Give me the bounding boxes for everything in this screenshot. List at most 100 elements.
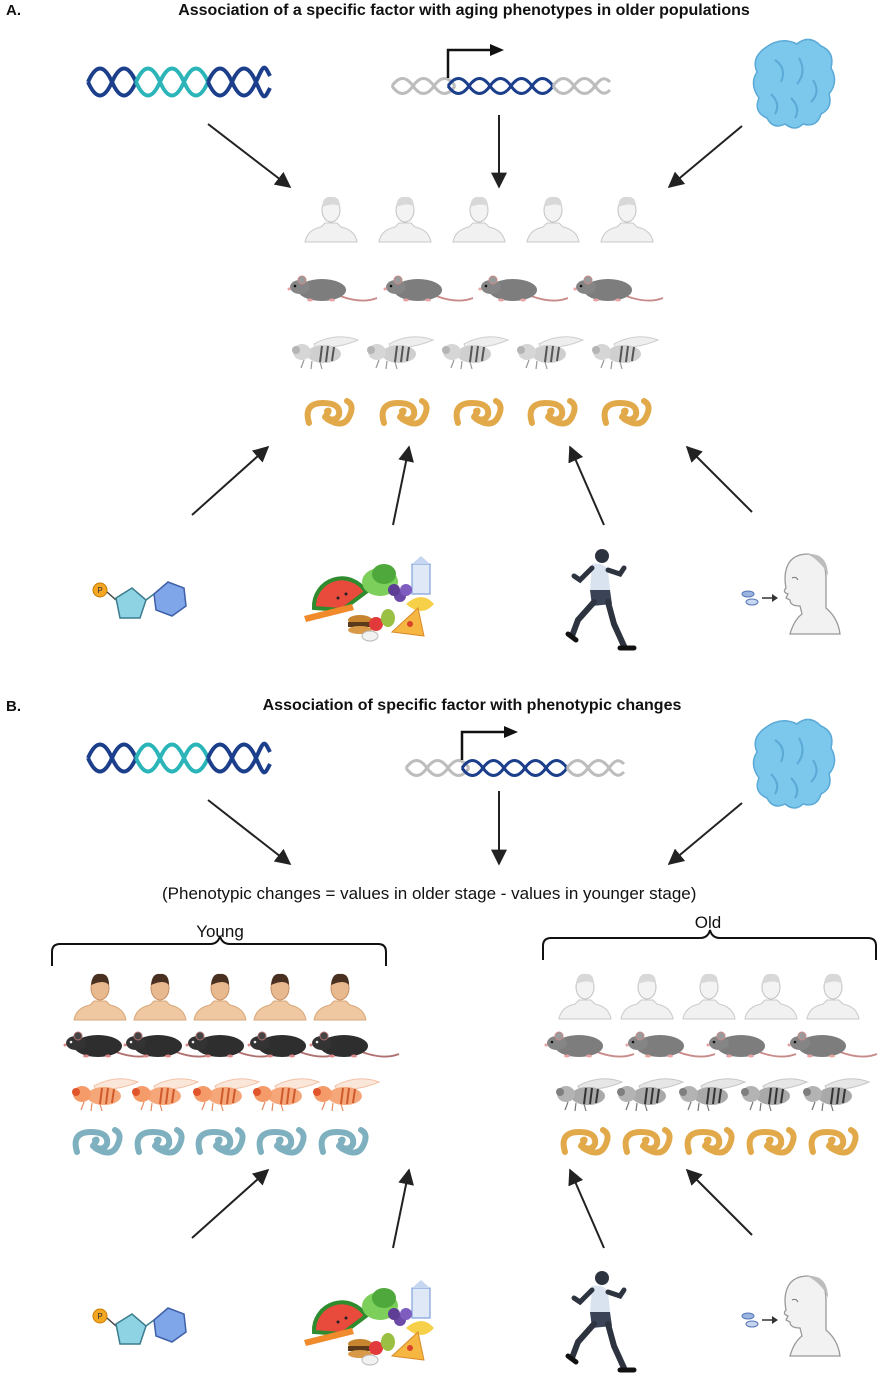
- phenotypic-change-formula: (Phenotypic changes = values in older st…: [162, 884, 697, 903]
- arrow-genome-to-organisms: [207, 123, 292, 188]
- arrow-genome-to-change: [207, 799, 292, 865]
- old-flies-row: [555, 1077, 870, 1112]
- human-icon: [253, 973, 307, 1021]
- mouse-icon: [382, 275, 474, 303]
- mouse-icon: [543, 1031, 635, 1059]
- fly-icon: [192, 1077, 260, 1112]
- fly-icon: [678, 1077, 746, 1112]
- worm-icon: [688, 1130, 732, 1153]
- worm-icon: [812, 1130, 856, 1153]
- fly-icon: [516, 335, 584, 370]
- human-icon: [600, 196, 654, 243]
- human-icon: [73, 973, 127, 1021]
- older-worms-row: [308, 401, 649, 424]
- mouse-icon: [477, 275, 569, 303]
- protein-icon: [752, 718, 836, 809]
- arrow-exercise-to-change: [568, 1168, 605, 1249]
- mouse-icon: [286, 275, 378, 303]
- older-flies-row: [291, 335, 659, 370]
- old-humans-row: [558, 973, 860, 1020]
- arrow-exercise-to-organisms: [568, 445, 605, 526]
- worm-icon: [750, 1130, 794, 1153]
- human-icon: [313, 973, 367, 1021]
- human-icon: [620, 973, 674, 1020]
- protein-icon: [752, 38, 836, 129]
- fly-icon: [802, 1077, 870, 1112]
- young-brace: [51, 935, 387, 966]
- genome-dna-icon: [86, 741, 272, 775]
- old-mice-row: [543, 1031, 878, 1059]
- mouse-icon: [786, 1031, 878, 1059]
- human-icon: [452, 196, 506, 243]
- old-brace: [542, 929, 877, 960]
- fly-icon: [740, 1077, 808, 1112]
- arrow-diet-to-organisms: [392, 445, 414, 526]
- panel-a-title: Association of a specific factor with ag…: [178, 2, 750, 19]
- worm-icon: [322, 1130, 366, 1153]
- older-humans-row: [304, 196, 654, 243]
- young-humans-row: [73, 973, 367, 1021]
- arrow-drug-to-change: [685, 1168, 753, 1236]
- gene-expression-icon: [404, 724, 626, 777]
- worm-icon: [199, 1130, 243, 1153]
- drug-intake-icon: [741, 553, 841, 635]
- worm-icon: [260, 1130, 304, 1153]
- panel-a-label: A.: [6, 2, 21, 19]
- exercise-runner-icon: [568, 549, 634, 648]
- worm-icon: [138, 1130, 182, 1153]
- human-icon: [682, 973, 736, 1020]
- fly-icon: [291, 335, 359, 370]
- fly-icon: [71, 1077, 139, 1112]
- worm-icon: [308, 401, 352, 424]
- fly-icon: [441, 335, 509, 370]
- young-flies-row: [71, 1077, 380, 1112]
- human-icon: [304, 196, 358, 243]
- human-icon: [378, 196, 432, 243]
- old-worms-row: [564, 1130, 856, 1153]
- panel-b-title: Association of specific factor with phen…: [262, 697, 682, 714]
- arrow-protein-to-change: [667, 802, 743, 866]
- mouse-icon: [624, 1031, 716, 1059]
- arrow-metabolite-to-change: [191, 1168, 270, 1239]
- young-worms-row: [76, 1130, 366, 1153]
- human-icon: [744, 973, 798, 1020]
- arrow-diet-to-change: [392, 1168, 414, 1249]
- arrow-metabolite-to-organisms: [191, 445, 270, 516]
- fly-icon: [366, 335, 434, 370]
- worm-icon: [605, 401, 649, 424]
- mouse-icon: [572, 275, 664, 303]
- exercise-runner-icon: [568, 1271, 634, 1370]
- old-label: Old: [694, 913, 722, 932]
- mouse-icon: [705, 1031, 797, 1059]
- human-icon: [193, 973, 247, 1021]
- older-mice-row: [286, 275, 664, 303]
- worm-icon: [626, 1130, 670, 1153]
- young-mice-row: [62, 1031, 400, 1059]
- mouse-icon: [308, 1031, 400, 1059]
- arrow-drug-to-organisms: [685, 445, 753, 513]
- fly-icon: [616, 1077, 684, 1112]
- panel-b: [51, 718, 878, 1370]
- panel-a: [86, 38, 841, 648]
- worm-icon: [457, 401, 501, 424]
- fly-icon: [252, 1077, 320, 1112]
- arrow-protein-to-organisms: [667, 125, 743, 189]
- genome-dna-icon: [86, 65, 272, 99]
- worm-icon: [76, 1130, 120, 1153]
- metabolite-icon: [92, 1307, 187, 1345]
- worm-icon: [564, 1130, 608, 1153]
- young-label: Young: [196, 922, 244, 941]
- fly-icon: [312, 1077, 380, 1112]
- drug-intake-icon: [741, 1275, 841, 1357]
- human-icon: [558, 973, 612, 1020]
- worm-icon: [531, 401, 575, 424]
- fly-icon: [131, 1077, 199, 1112]
- diet-food-icon: [302, 1278, 436, 1367]
- gene-expression-icon: [390, 42, 612, 95]
- human-icon: [133, 973, 187, 1021]
- panel-b-label: B.: [6, 698, 21, 715]
- fly-icon: [555, 1077, 623, 1112]
- diet-food-icon: [302, 554, 436, 643]
